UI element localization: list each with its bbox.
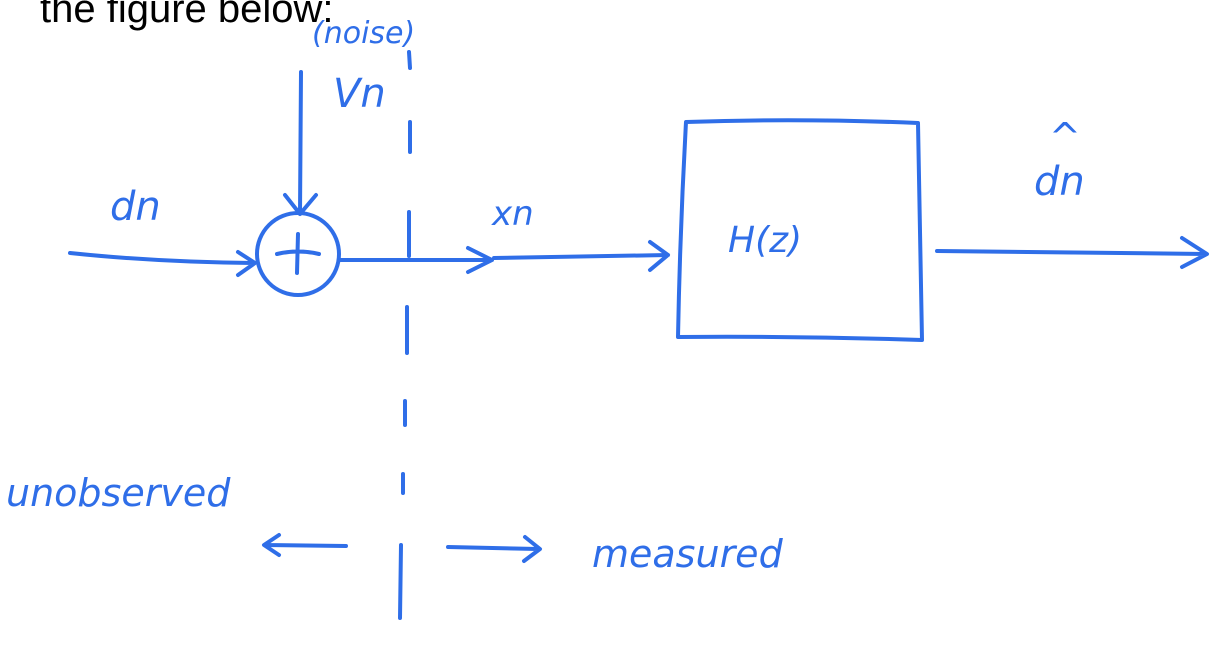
noise-label: (noise) — [312, 16, 415, 51]
summing-junction-circle — [255, 211, 341, 297]
unobserved-label: unobserved — [6, 471, 231, 515]
dn-label: dn — [110, 184, 161, 230]
measured-label: measured — [592, 532, 784, 576]
filter-input-arrow — [492, 240, 670, 272]
dn-hat-label: dn — [1034, 159, 1085, 205]
measured-arrow — [446, 535, 542, 563]
filter-label: H(z) — [728, 220, 802, 261]
input-arrow — [68, 250, 257, 277]
xn-label: xn — [491, 194, 534, 234]
measurement-boundary — [398, 50, 412, 620]
noise-arrow — [283, 70, 318, 216]
dn-hat-mark: ^ — [1049, 115, 1081, 159]
summing-plus — [275, 232, 321, 275]
output-arrow — [935, 236, 1209, 269]
unobserved-arrow — [262, 533, 348, 557]
junction-output-arrow — [338, 246, 494, 274]
vn-label: Vn — [333, 71, 386, 117]
header-text: the figure below: — [40, 0, 334, 31]
filter-box — [676, 118, 924, 342]
